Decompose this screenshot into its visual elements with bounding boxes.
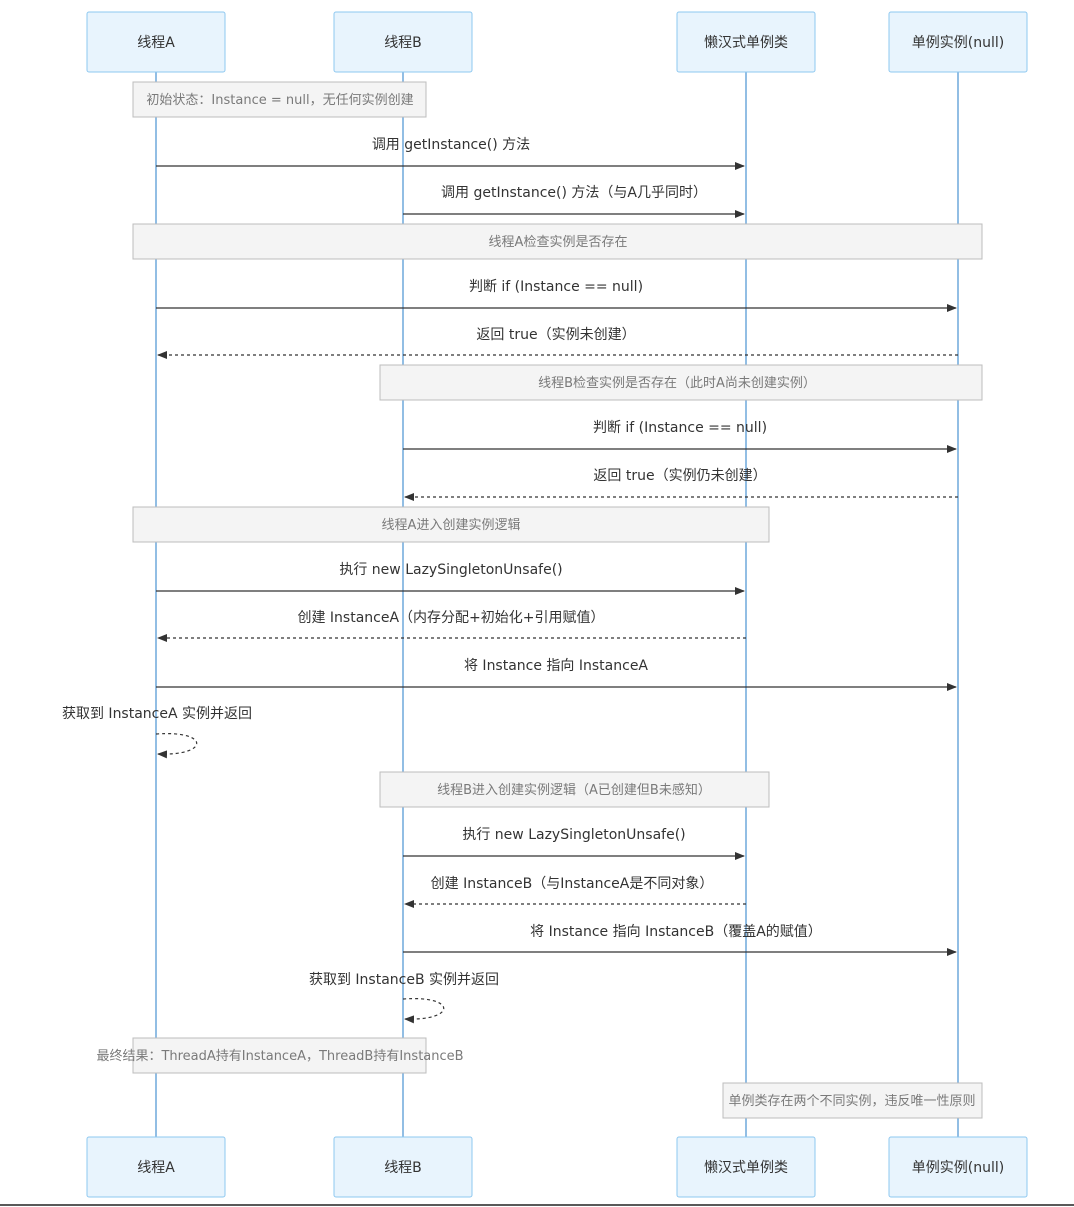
- message-label: 判断 if (Instance == null): [469, 279, 643, 295]
- note-initial-state: 初始状态：Instance = null，无任何实例创建: [132, 81, 427, 118]
- message-label: 获取到 InstanceA 实例并返回: [62, 706, 252, 722]
- actor-label: 单例实例(null): [912, 1160, 1004, 1176]
- message-a-new-instance: 执行 new LazySingletonUnsafe(): [156, 562, 745, 595]
- message-b-new-instance: 执行 new LazySingletonUnsafe(): [403, 827, 745, 860]
- note-text: 线程A检查实例是否存在: [489, 235, 628, 250]
- actor-label: 线程A: [137, 1160, 175, 1176]
- note-text: 线程A进入创建实例逻辑: [382, 518, 521, 533]
- actor-singleton-instance-top: 单例实例(null): [888, 11, 1028, 73]
- actor-label: 懒汉式单例类: [704, 1160, 788, 1176]
- message-create-instance-b: 创建 InstanceB（与InstanceA是不同对象）: [404, 876, 746, 908]
- note-text: 单例类存在两个不同实例，违反唯一性原则: [728, 1094, 975, 1109]
- message-b-self-return: 获取到 InstanceB 实例并返回: [309, 972, 499, 1024]
- message-label: 将 Instance 指向 InstanceB（覆盖A的赋值）: [530, 924, 822, 940]
- message-label: 获取到 InstanceB 实例并返回: [309, 972, 499, 988]
- message-label: 返回 true（实例未创建）: [476, 327, 635, 343]
- message-a-self-return: 获取到 InstanceA 实例并返回: [62, 706, 252, 759]
- message-label: 将 Instance 指向 InstanceA: [464, 658, 648, 674]
- message-assign-instance-a: 将 Instance 指向 InstanceA: [156, 658, 957, 691]
- note-thread-a-check: 线程A检查实例是否存在: [132, 223, 983, 260]
- message-a-check-null: 判断 if (Instance == null): [156, 279, 957, 312]
- actor-singleton-class-bottom: 懒汉式单例类: [676, 1136, 816, 1198]
- message-create-instance-a: 创建 InstanceA（内存分配+初始化+引用赋值）: [157, 609, 746, 642]
- actor-thread-a-top: 线程A: [86, 11, 226, 73]
- message-label: 创建 InstanceB（与InstanceA是不同对象）: [431, 876, 714, 892]
- note-text: 线程B进入创建实例逻辑（A已创建但B未感知）: [437, 782, 711, 798]
- message-assign-instance-b: 将 Instance 指向 InstanceB（覆盖A的赋值）: [403, 924, 957, 956]
- note-thread-b-create: 线程B进入创建实例逻辑（A已创建但B未感知）: [379, 771, 770, 808]
- message-label: 执行 new LazySingletonUnsafe(): [462, 827, 685, 843]
- actor-label: 线程A: [137, 35, 175, 51]
- note-thread-b-check: 线程B检查实例是否存在（此时A尚未创建实例）: [379, 364, 983, 401]
- message-b-check-null: 判断 if (Instance == null): [403, 420, 957, 453]
- message-a-call-getinstance: 调用 getInstance() 方法: [156, 137, 745, 170]
- actor-label: 懒汉式单例类: [704, 35, 788, 51]
- note-final-result: 最终结果：ThreadA持有InstanceA，ThreadB持有Instanc…: [96, 1037, 464, 1074]
- message-label: 判断 if (Instance == null): [593, 420, 767, 436]
- actor-label: 单例实例(null): [912, 35, 1004, 51]
- note-thread-a-create: 线程A进入创建实例逻辑: [132, 506, 770, 543]
- actor-label: 线程B: [384, 1160, 422, 1176]
- message-label: 执行 new LazySingletonUnsafe(): [339, 562, 562, 578]
- actor-thread-a-bottom: 线程A: [86, 1136, 226, 1198]
- note-text: 最终结果：ThreadA持有InstanceA，ThreadB持有Instanc…: [96, 1048, 463, 1064]
- actor-label: 线程B: [384, 35, 422, 51]
- message-label: 调用 getInstance() 方法（与A几乎同时）: [441, 185, 707, 201]
- note-text: 初始状态：Instance = null，无任何实例创建: [146, 92, 413, 108]
- actor-thread-b-bottom: 线程B: [333, 1136, 473, 1198]
- message-label: 调用 getInstance() 方法: [372, 137, 530, 153]
- message-label: 创建 InstanceA（内存分配+初始化+引用赋值）: [297, 609, 604, 626]
- actor-thread-b-top: 线程B: [333, 11, 473, 73]
- actor-singleton-class-top: 懒汉式单例类: [676, 11, 816, 73]
- message-b-call-getinstance: 调用 getInstance() 方法（与A几乎同时）: [403, 185, 745, 218]
- note-violation: 单例类存在两个不同实例，违反唯一性原则: [722, 1082, 983, 1119]
- message-return-true-a: 返回 true（实例未创建）: [157, 327, 958, 359]
- actor-singleton-instance-bottom: 单例实例(null): [888, 1136, 1028, 1198]
- message-return-true-b: 返回 true（实例仍未创建）: [404, 468, 958, 501]
- note-text: 线程B检查实例是否存在（此时A尚未创建实例）: [538, 376, 816, 391]
- message-label: 返回 true（实例仍未创建）: [593, 468, 766, 484]
